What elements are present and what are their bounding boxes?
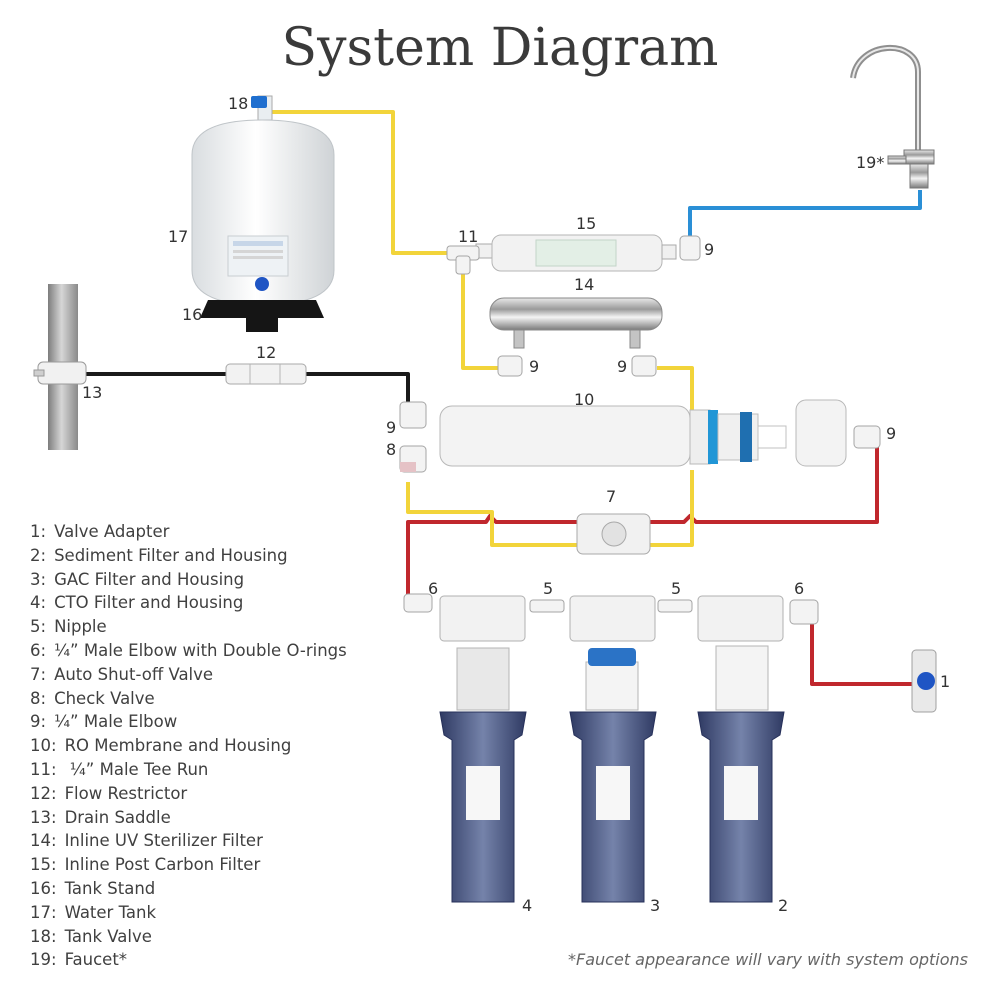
- callout-10: 10: [574, 390, 595, 409]
- callout-13: 13: [82, 383, 103, 402]
- fittings: [399, 235, 881, 473]
- clean-line-blue: [688, 190, 922, 238]
- filter-housings: [403, 593, 819, 903]
- check-valve: [400, 462, 416, 472]
- callout-7: 7: [606, 487, 617, 506]
- membrane-line-yellow: [272, 110, 694, 547]
- water-tank: [191, 95, 335, 306]
- uv-sterilizer: [489, 297, 663, 349]
- legend-item: 13:Drain Saddle: [30, 807, 171, 827]
- faucet-note: *Faucet appearance will vary with system…: [568, 950, 968, 969]
- legend-item: 6:¼” Male Elbow with Double O-rings: [30, 640, 347, 660]
- callout-9-cap: 9: [886, 424, 897, 443]
- legend-item: 11: ¼” Male Tee Run: [30, 759, 209, 779]
- callout-5-right: 5: [671, 579, 682, 598]
- callout-11: 11: [458, 227, 479, 246]
- legend-item: 8:Check Valve: [30, 688, 155, 708]
- callout-4: 4: [522, 896, 533, 915]
- legend-item: 14:Inline UV Sterilizer Filter: [30, 831, 263, 851]
- callout-1: 1: [940, 672, 951, 691]
- callout-5-left: 5: [543, 579, 554, 598]
- ro-membrane: [439, 399, 847, 467]
- callout-6-left: 6: [428, 579, 439, 598]
- legend-item: 7:Auto Shut-off Valve: [30, 664, 214, 684]
- legend-item: 3:GAC Filter and Housing: [30, 569, 245, 589]
- legend-item: 2:Sediment Filter and Housing: [30, 545, 288, 565]
- parts-legend: 1:Valve Adapter 2:Sediment Filter and Ho…: [30, 520, 347, 972]
- legend-item: 15:Inline Post Carbon Filter: [30, 855, 261, 875]
- tank-stand: [200, 300, 324, 332]
- flow-restrictor: [225, 363, 307, 385]
- callout-14: 14: [574, 275, 595, 294]
- faucet-icon: [850, 45, 935, 189]
- post-carbon-filter: [475, 234, 677, 272]
- callout-18: 18: [228, 94, 249, 113]
- feed-line-red: [406, 436, 920, 686]
- legend-item: 16:Tank Stand: [30, 878, 156, 898]
- legend-item: 17:Water Tank: [30, 902, 157, 922]
- callout-15: 15: [576, 214, 597, 233]
- callout-3: 3: [650, 896, 661, 915]
- callout-19: 19*: [856, 153, 885, 172]
- callout-2: 2: [778, 896, 789, 915]
- callout-12: 12: [256, 343, 277, 362]
- legend-item: 5:Nipple: [30, 617, 107, 637]
- legend-item: 19:Faucet*: [30, 950, 128, 970]
- legend-item: 1:Valve Adapter: [30, 522, 170, 541]
- legend-item: 18:Tank Valve: [30, 926, 152, 946]
- callout-9-uv-out: 9: [617, 357, 628, 376]
- callout-16: 16: [182, 305, 203, 324]
- legend-item: 4:CTO Filter and Housing: [30, 593, 244, 613]
- callout-9-clean: 9: [704, 240, 715, 259]
- callout-6-right: 6: [794, 579, 805, 598]
- legend-item: 10:RO Membrane and Housing: [30, 736, 292, 756]
- drain-pipe: [33, 284, 87, 450]
- legend-item: 9:¼” Male Elbow: [30, 712, 178, 732]
- callout-9-uv-in: 9: [529, 357, 540, 376]
- legend-item: 12:Flow Restrictor: [30, 783, 188, 803]
- callout-9-membrane: 9: [386, 418, 397, 437]
- callout-17: 17: [168, 227, 189, 246]
- drain-line-black: [82, 372, 410, 404]
- valve-adapter: [911, 649, 937, 713]
- auto-shutoff-valve: [576, 513, 651, 555]
- callout-8: 8: [386, 440, 397, 459]
- diagram-title: System Diagram: [281, 18, 719, 78]
